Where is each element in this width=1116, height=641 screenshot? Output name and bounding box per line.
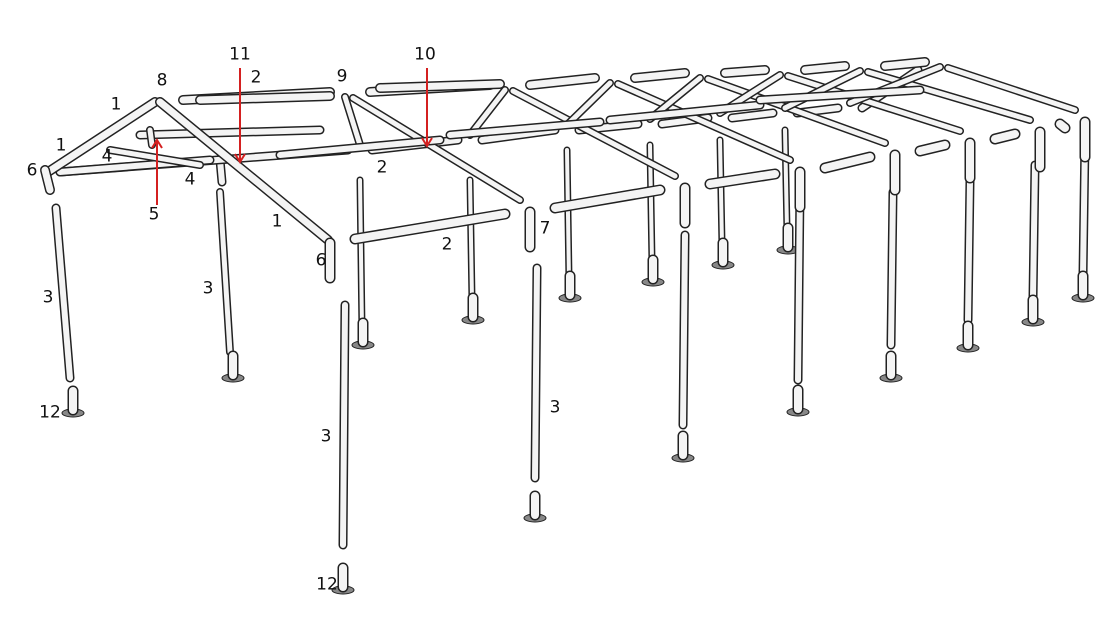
front-eave-pipe [914,139,951,157]
part-label-2: 2 [441,234,453,255]
leg [781,126,791,234]
part-label-1: 1 [55,135,67,156]
part-label-2: 2 [376,157,388,178]
leg [1028,160,1040,303]
rafter [349,94,524,204]
part-label-2: 2 [250,67,262,88]
ridge-pipe [525,73,600,90]
back-eave-pipe [727,108,778,123]
part-label-3: 3 [42,287,54,308]
leg [216,188,234,356]
rafter [704,75,889,147]
leg [530,263,542,483]
leg [51,203,75,383]
front-eave-pipe [549,184,666,214]
purlin [605,100,765,125]
ridge-pipe [800,61,850,75]
leg [356,176,366,334]
part-label-1: 1 [271,211,283,232]
front-eave-pipe [704,168,781,190]
rafter [784,72,964,135]
leg [678,230,690,430]
back-eave-pipe [477,125,560,145]
corner-fitting [40,165,55,195]
part-label-5: 5 [148,204,160,225]
leg [963,175,975,325]
part-label-6: 6 [26,160,38,181]
part-label-3: 3 [549,397,561,418]
purlin [445,117,605,140]
part-label-11: 11 [229,44,251,65]
cross-pipe [106,146,204,169]
leg [1078,135,1090,280]
part-label-8: 8 [156,70,168,91]
rafter [944,64,1079,114]
leg [793,183,805,385]
part-label-12: 12 [39,402,61,423]
part-label-10: 10 [414,44,436,65]
purlin [375,79,505,93]
part-label-4: 4 [184,169,196,190]
rafter [614,80,794,164]
gable-rafter [155,97,333,245]
rafter [466,86,509,139]
leg [466,176,476,304]
ridge-pipe [720,65,770,78]
rafter [341,93,364,149]
front-eave-pipe [349,208,511,245]
rafter [864,68,1034,124]
leg [563,146,573,284]
purlin [275,135,445,160]
rafter [563,79,614,129]
leg [716,136,726,249]
gable-rafter [43,97,160,177]
pointer-arrow [151,138,163,205]
pointer-arrow [421,68,433,148]
cross-pipe [135,125,325,140]
ridge-pipe [880,57,930,71]
part-label-1: 1 [110,94,122,115]
part-label-3: 3 [320,426,332,447]
part-label-6: 6 [315,250,327,271]
ridge-pipe [630,68,690,83]
leg [338,300,350,550]
front-eave-pipe [989,128,1021,145]
center-fitting [146,126,156,149]
rafter [509,87,679,180]
pointer-arrow [234,68,246,164]
part-label-4: 4 [101,146,113,167]
purlin [195,91,335,105]
part-label-7: 7 [539,218,551,239]
front-eave-pipe [819,151,876,174]
front-eave-pipe [1054,118,1071,134]
part-label-3: 3 [202,278,214,299]
part-label-9: 9 [336,66,348,87]
leg [886,187,898,350]
purlin [755,85,925,105]
part-label-12: 12 [316,574,338,595]
